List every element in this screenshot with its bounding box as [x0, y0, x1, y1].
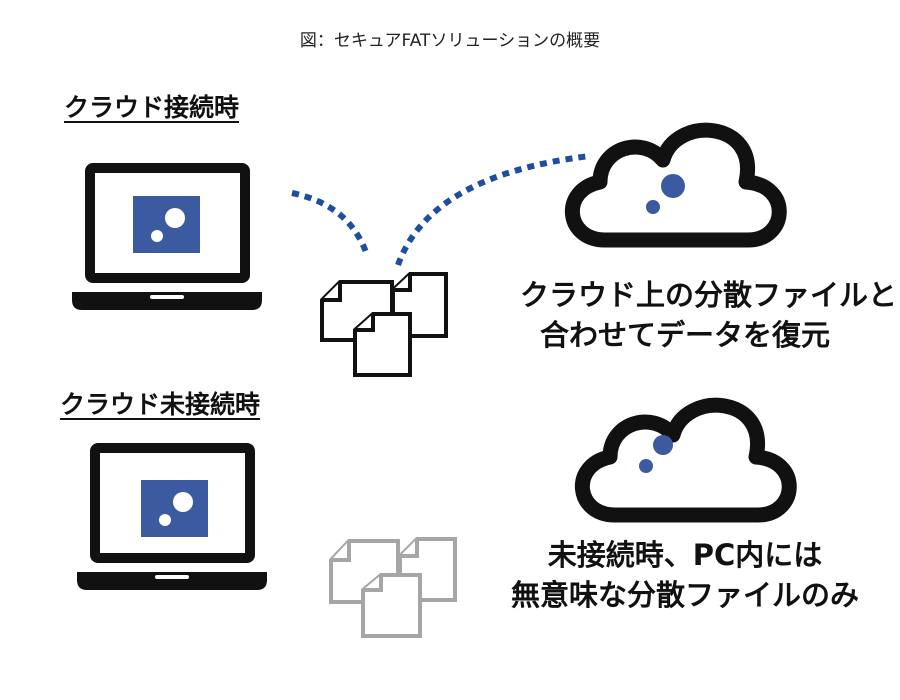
connected-description: クラウド上の分散ファイルと 合わせてデータを復元	[520, 275, 898, 355]
laptop-icon	[72, 163, 262, 310]
file-fragment-icon	[329, 537, 457, 638]
connected-section-title: クラウド接続時	[64, 93, 240, 122]
laptop-icon	[77, 443, 267, 590]
disconnected-description-line: 無意味な分散ファイルのみ	[510, 578, 859, 612]
cloud-icon	[575, 397, 797, 523]
connection-dotted-line	[395, 153, 591, 267]
cloud-icon	[565, 122, 787, 248]
connection-dotted-line	[291, 190, 370, 256]
file-fragment-icon	[320, 272, 448, 377]
connected-description-line: クラウド上の分散ファイルと	[520, 278, 898, 312]
figure-caption: 図：セキュアFATソリューションの概要	[299, 31, 601, 51]
disconnected-description-line: 未接続時、PC内には	[547, 538, 823, 572]
disconnected-description: 未接続時、PC内には 無意味な分散ファイルのみ	[505, 535, 865, 615]
disconnected-section-title: クラウド未接続時	[60, 390, 261, 419]
connected-description-line: 合わせてデータを復元	[539, 318, 830, 352]
